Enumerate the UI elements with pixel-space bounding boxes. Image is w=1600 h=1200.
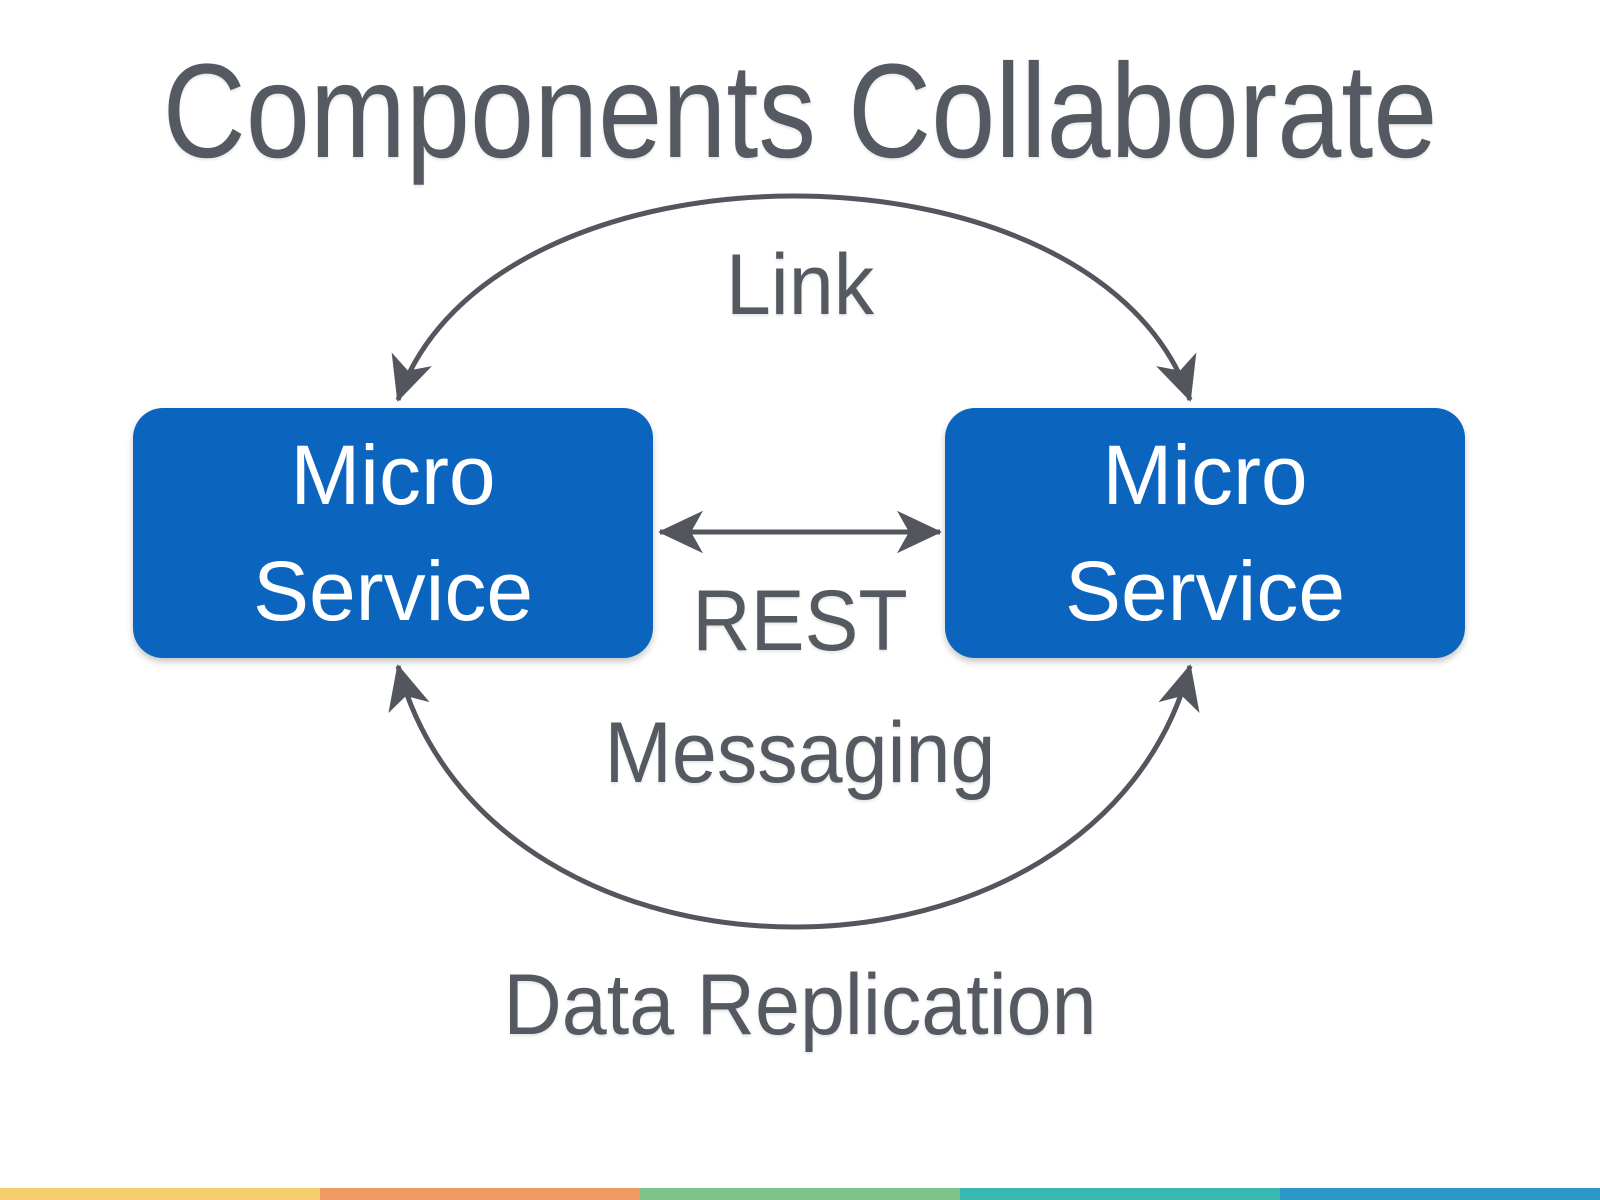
slide-title: Components Collaborate (162, 37, 1438, 186)
footer-bar-segment-green (640, 1188, 960, 1200)
link-arc-arrow (391, 193, 1197, 402)
footer-bar-segment-teal (960, 1188, 1280, 1200)
node-label-line: Service (1064, 544, 1346, 638)
node-label-line: Micro (1102, 428, 1308, 522)
microservice-node-left: Micro Service (133, 408, 653, 658)
rest-label: REST (692, 573, 908, 669)
footer-bar-segment-orange (320, 1188, 640, 1200)
link-label: Link (725, 237, 875, 333)
node-label-line: Service (252, 544, 534, 638)
footer-accent-bar (0, 1188, 1600, 1200)
messaging-label: Messaging (604, 705, 996, 801)
microservice-node-right: Micro Service (945, 408, 1465, 658)
node-label-line: Micro (290, 428, 496, 522)
footer-bar-segment-yellow (0, 1188, 320, 1200)
messaging-arc-arrow (388, 664, 1200, 930)
footer-bar-segment-blue (1280, 1188, 1600, 1200)
data-replication-label: Data Replication (503, 957, 1097, 1053)
